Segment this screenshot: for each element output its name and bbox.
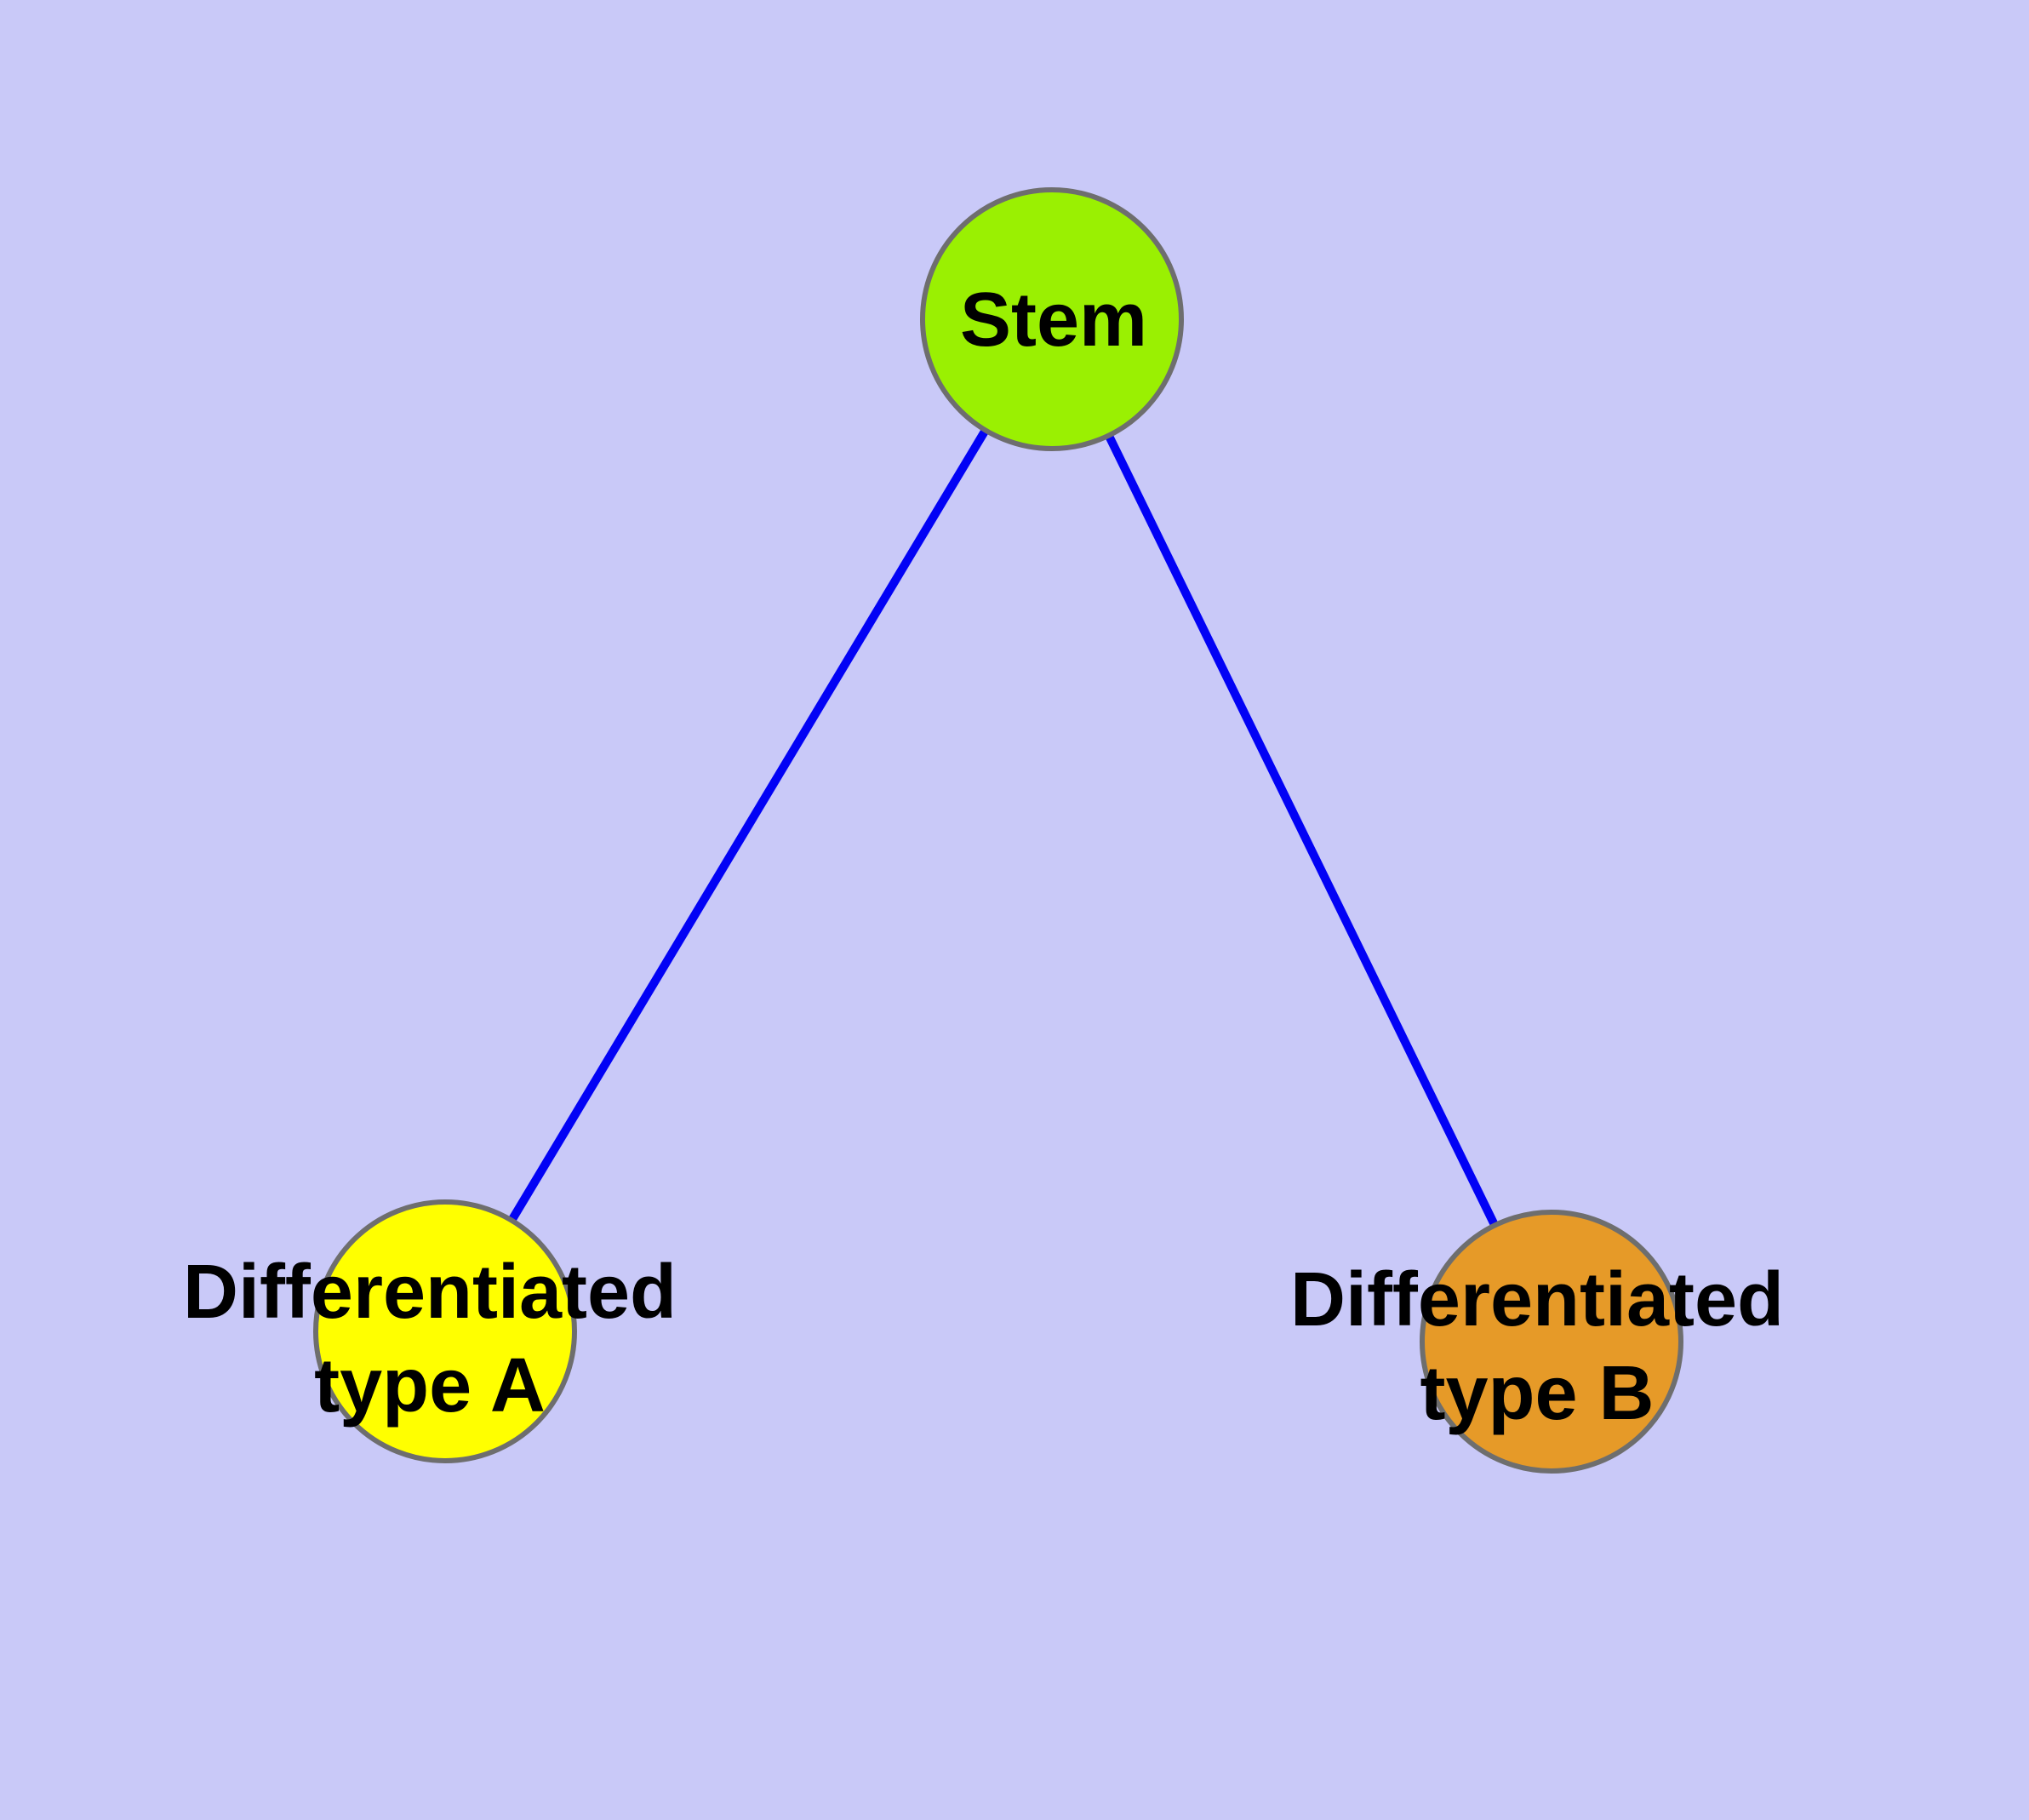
edge-stem-differentiated-type-b bbox=[1048, 317, 1556, 1344]
node-label-differentiated-type-b-line-1: Differentiated bbox=[1290, 1257, 1784, 1342]
node-layer bbox=[313, 187, 1683, 1474]
node-label-differentiated-type-a-line-2: type A bbox=[314, 1343, 546, 1428]
node-label-stem-line-1: Stem bbox=[960, 278, 1147, 363]
node-differentiated-type-a bbox=[313, 1199, 577, 1463]
node-label-differentiated-type-a-line-1: Differentiated bbox=[183, 1250, 677, 1335]
node-stem bbox=[920, 187, 1184, 451]
node-label-differentiated-type-b-line-2: type B bbox=[1420, 1351, 1654, 1436]
edge-layer bbox=[441, 317, 1556, 1344]
edge-stem-differentiated-type-a bbox=[441, 317, 1056, 1334]
node-differentiated-type-b bbox=[1420, 1210, 1683, 1474]
